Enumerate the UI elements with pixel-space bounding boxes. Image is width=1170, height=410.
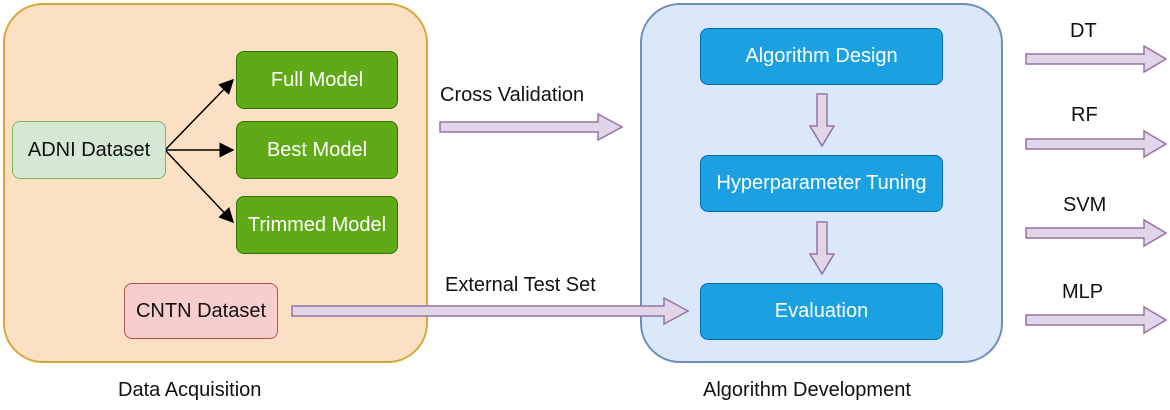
hyperparameter-tuning-node: Hyperparameter Tuning	[700, 155, 943, 212]
output-arrow-mlp	[1025, 305, 1168, 335]
algorithm-development-label: Algorithm Development	[703, 379, 911, 401]
external-test-set-label: External Test Set	[445, 274, 596, 296]
output-label-mlp: MLP	[1062, 281, 1104, 303]
external-test-set-arrow	[291, 296, 690, 326]
output-label-dt: DT	[1070, 20, 1097, 42]
evaluation-node: Evaluation	[700, 283, 943, 340]
output-label-rf: RF	[1071, 104, 1098, 126]
trimmed-model-node: Trimmed Model	[236, 196, 398, 254]
edge-adni-trimmed	[164, 149, 235, 224]
output-arrow-svm	[1025, 218, 1168, 248]
output-label-svm: SVM	[1063, 194, 1107, 216]
cntn-dataset-node: CNTN Dataset	[124, 283, 278, 339]
cross-validation-label: Cross Validation	[440, 84, 585, 106]
algorithm-design-node: Algorithm Design	[700, 28, 943, 85]
output-arrow-dt	[1025, 44, 1168, 74]
cross-validation-arrow	[439, 112, 624, 142]
full-model-node: Full Model	[236, 51, 398, 109]
design-to-tuning-arrow	[808, 93, 836, 148]
tuning-to-evaluation-arrow	[808, 221, 836, 276]
output-arrow-rf	[1025, 129, 1168, 159]
data-acquisition-label: Data Acquisition	[118, 379, 262, 401]
best-model-node: Best Model	[236, 121, 398, 179]
adni-dataset-node: ADNI Dataset	[12, 121, 166, 179]
edge-adni-full	[164, 78, 235, 151]
